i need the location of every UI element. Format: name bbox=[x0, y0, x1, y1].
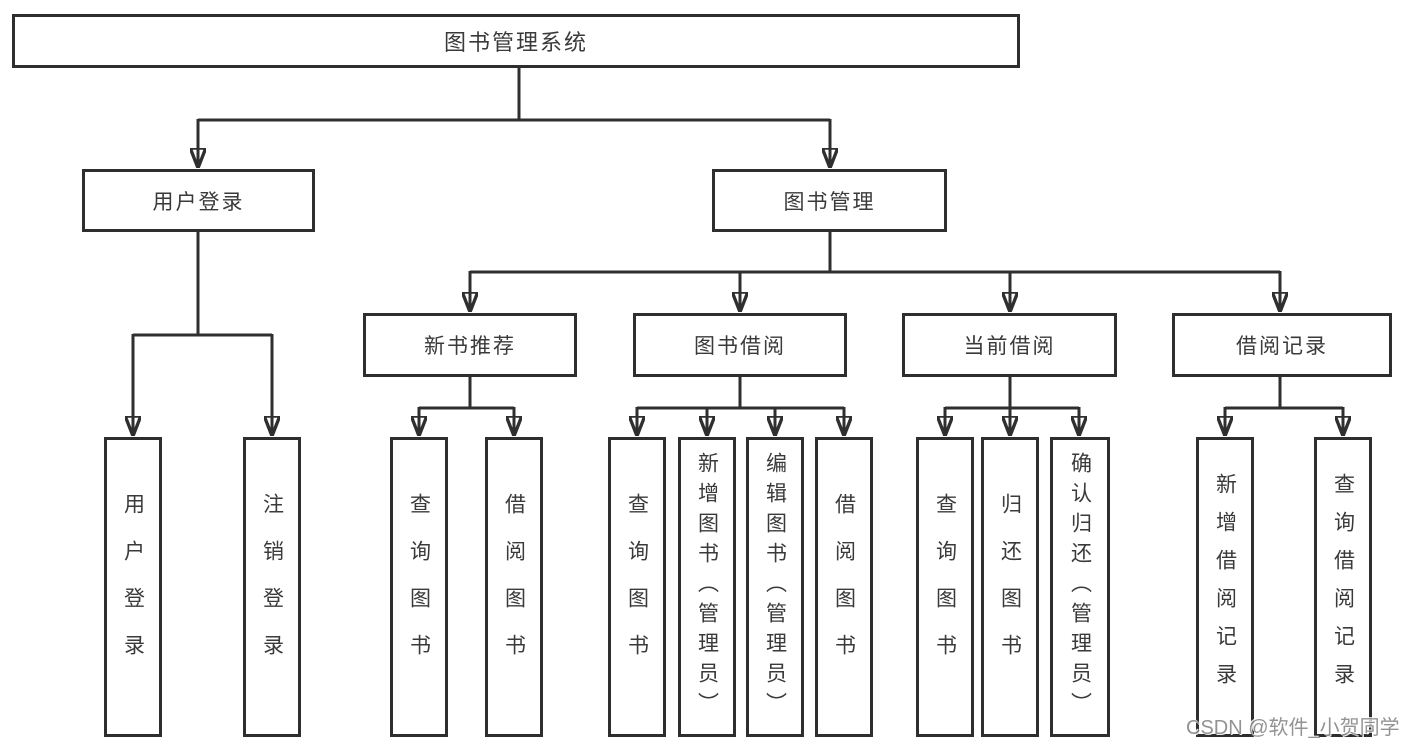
node-borrowing-records: 借阅记录 bbox=[1172, 313, 1392, 377]
node-label: 图书借阅 bbox=[694, 335, 786, 358]
leaf-label: 归还图书 bbox=[998, 493, 1022, 681]
leaf-confirm-return-admin: 确认归还（管理员） bbox=[1050, 437, 1110, 737]
leaf-edit-book-admin: 编辑图书（管理员） bbox=[746, 437, 804, 737]
node-book-management: 图书管理 bbox=[712, 169, 947, 232]
node-user-login: 用户登录 bbox=[82, 169, 315, 232]
leaf-current-query-book: 查询图书 bbox=[916, 437, 974, 737]
leaf-user-login: 用户登录 bbox=[104, 437, 162, 737]
leaf-newbook-query-book: 查询图书 bbox=[390, 437, 448, 737]
leaf-logout: 注销登录 bbox=[243, 437, 301, 737]
node-label: 图书管理 bbox=[783, 190, 876, 214]
connector-new-book bbox=[419, 377, 514, 410]
node-label: 图书管理系统 bbox=[443, 30, 588, 55]
leaf-add-book-admin: 新增图书（管理员） bbox=[678, 437, 736, 737]
leaf-query-borrow-record: 查询借阅记录 bbox=[1314, 437, 1372, 737]
node-book-borrowing: 图书借阅 bbox=[633, 313, 847, 377]
connector-records bbox=[1225, 377, 1343, 410]
leaf-label: 借阅图书 bbox=[832, 493, 856, 681]
node-root-system: 图书管理系统 bbox=[12, 14, 1020, 68]
leaf-label: 查询图书 bbox=[407, 493, 431, 681]
connector-user-login bbox=[133, 232, 272, 337]
leaf-add-borrow-record: 新增借阅记录 bbox=[1196, 437, 1254, 737]
leaf-label: 确认归还（管理员） bbox=[1068, 452, 1092, 722]
leaf-borrow-borrow-book: 借阅图书 bbox=[815, 437, 873, 737]
leaf-label: 注销登录 bbox=[260, 493, 284, 681]
leaf-label: 借阅图书 bbox=[502, 493, 526, 681]
leaf-label: 查询借阅记录 bbox=[1331, 473, 1355, 701]
node-label: 用户登录 bbox=[152, 190, 245, 214]
leaf-label: 新增图书（管理员） bbox=[695, 452, 719, 722]
leaf-label: 查询图书 bbox=[933, 493, 957, 681]
connector-borrow bbox=[637, 377, 844, 410]
connector-current bbox=[945, 377, 1079, 410]
node-label: 借阅记录 bbox=[1236, 335, 1328, 358]
leaf-newbook-borrow-book: 借阅图书 bbox=[485, 437, 543, 737]
leaf-label: 查询图书 bbox=[625, 493, 649, 681]
node-label: 新书推荐 bbox=[424, 335, 516, 358]
node-current-borrowing: 当前借阅 bbox=[902, 313, 1117, 377]
leaf-label: 新增借阅记录 bbox=[1213, 473, 1237, 701]
node-label: 当前借阅 bbox=[963, 335, 1056, 358]
leaf-label: 编辑图书（管理员） bbox=[763, 452, 787, 722]
node-new-book-recommendation: 新书推荐 bbox=[363, 313, 577, 377]
leaf-borrow-query-book: 查询图书 bbox=[608, 437, 666, 737]
leaf-return-book: 归还图书 bbox=[981, 437, 1039, 737]
connector-book-mgmt bbox=[470, 232, 1280, 274]
csdn-watermark: CSDN @软件_小贺同学 bbox=[1186, 717, 1400, 739]
leaf-label: 用户登录 bbox=[121, 493, 145, 681]
connector-root bbox=[198, 68, 830, 122]
